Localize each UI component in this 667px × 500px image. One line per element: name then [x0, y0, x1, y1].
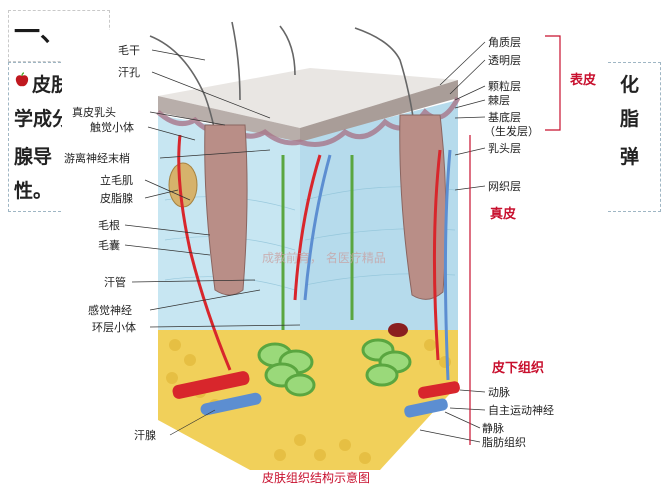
label-arrector-pili: 立毛肌	[100, 173, 133, 187]
label-sebaceous-gland: 皮脂腺	[100, 191, 133, 205]
group-label-subcutis: 皮下组织	[491, 360, 544, 376]
group-brackets	[469, 35, 561, 445]
group-label-epidermis: 表皮	[569, 72, 596, 88]
label-stratum-basale: 基底层	[488, 110, 521, 124]
body-fragment-1: 化	[620, 74, 640, 96]
apple-bullet-icon	[15, 72, 29, 87]
body-line-2: 学成分	[14, 108, 72, 130]
label-artery: 动脉	[488, 385, 510, 399]
label-germinative-layer: （生发层）	[484, 124, 539, 138]
hair-follicle-left	[204, 124, 248, 296]
label-stratum-spinosum: 棘层	[488, 94, 510, 107]
label-hair-shaft: 毛干	[118, 44, 140, 57]
label-papillary-layer: 乳头层	[488, 142, 521, 155]
epidermis-side	[300, 80, 458, 142]
watermark: 成教前育， 名医疗精品	[262, 250, 386, 265]
label-stratum-lucidum: 透明层	[488, 54, 521, 67]
label-hair-follicle: 毛囊	[98, 238, 120, 252]
label-reticular-layer: 网织层	[488, 180, 521, 193]
slide-heading: 一、	[14, 18, 67, 48]
body-fragment-2: 脂	[620, 108, 640, 130]
label-autonomic-nerve: 自主运动神经	[488, 403, 554, 417]
label-vein: 静脉	[482, 421, 504, 435]
label-dermal-papilla: 真皮乳头	[72, 105, 116, 119]
body-line-4: 性。	[14, 180, 53, 202]
label-stratum-corneum: 角质层	[488, 36, 521, 49]
vessel-tubes	[172, 371, 460, 418]
label-free-nerve-endings: 游离神经末梢	[64, 151, 130, 165]
label-hair-root: 毛根	[98, 218, 120, 232]
epidermis-top	[158, 68, 458, 128]
label-sweat-gland: 汗腺	[134, 428, 156, 442]
body-line-3: 腺导	[14, 146, 53, 168]
blood-vessels	[177, 134, 452, 381]
group-label-dermis: 真皮	[490, 206, 516, 222]
label-sensory-nerve: 感觉神经	[88, 303, 132, 317]
leader-lines	[124, 41, 486, 443]
label-tactile-corpuscle: 触觉小体	[90, 120, 134, 134]
diagram-caption: 皮肤组织结构示意图	[262, 470, 370, 485]
body-line-1: 皮肤	[32, 74, 71, 96]
label-lamellar-corpuscle: 环层小体	[92, 320, 136, 334]
label-sweat-duct: 汗管	[104, 275, 126, 289]
lamellar-corpuscle	[388, 323, 408, 337]
sweat-glands	[257, 155, 412, 397]
label-stratum-granulosum: 颗粒层	[488, 79, 521, 93]
label-adipose-tissue: 脂肪组织	[482, 435, 526, 449]
sebaceous-gland	[168, 162, 198, 208]
body-fragment-3: 弹	[620, 146, 640, 168]
label-sweat-pore: 汗孔	[118, 66, 140, 79]
